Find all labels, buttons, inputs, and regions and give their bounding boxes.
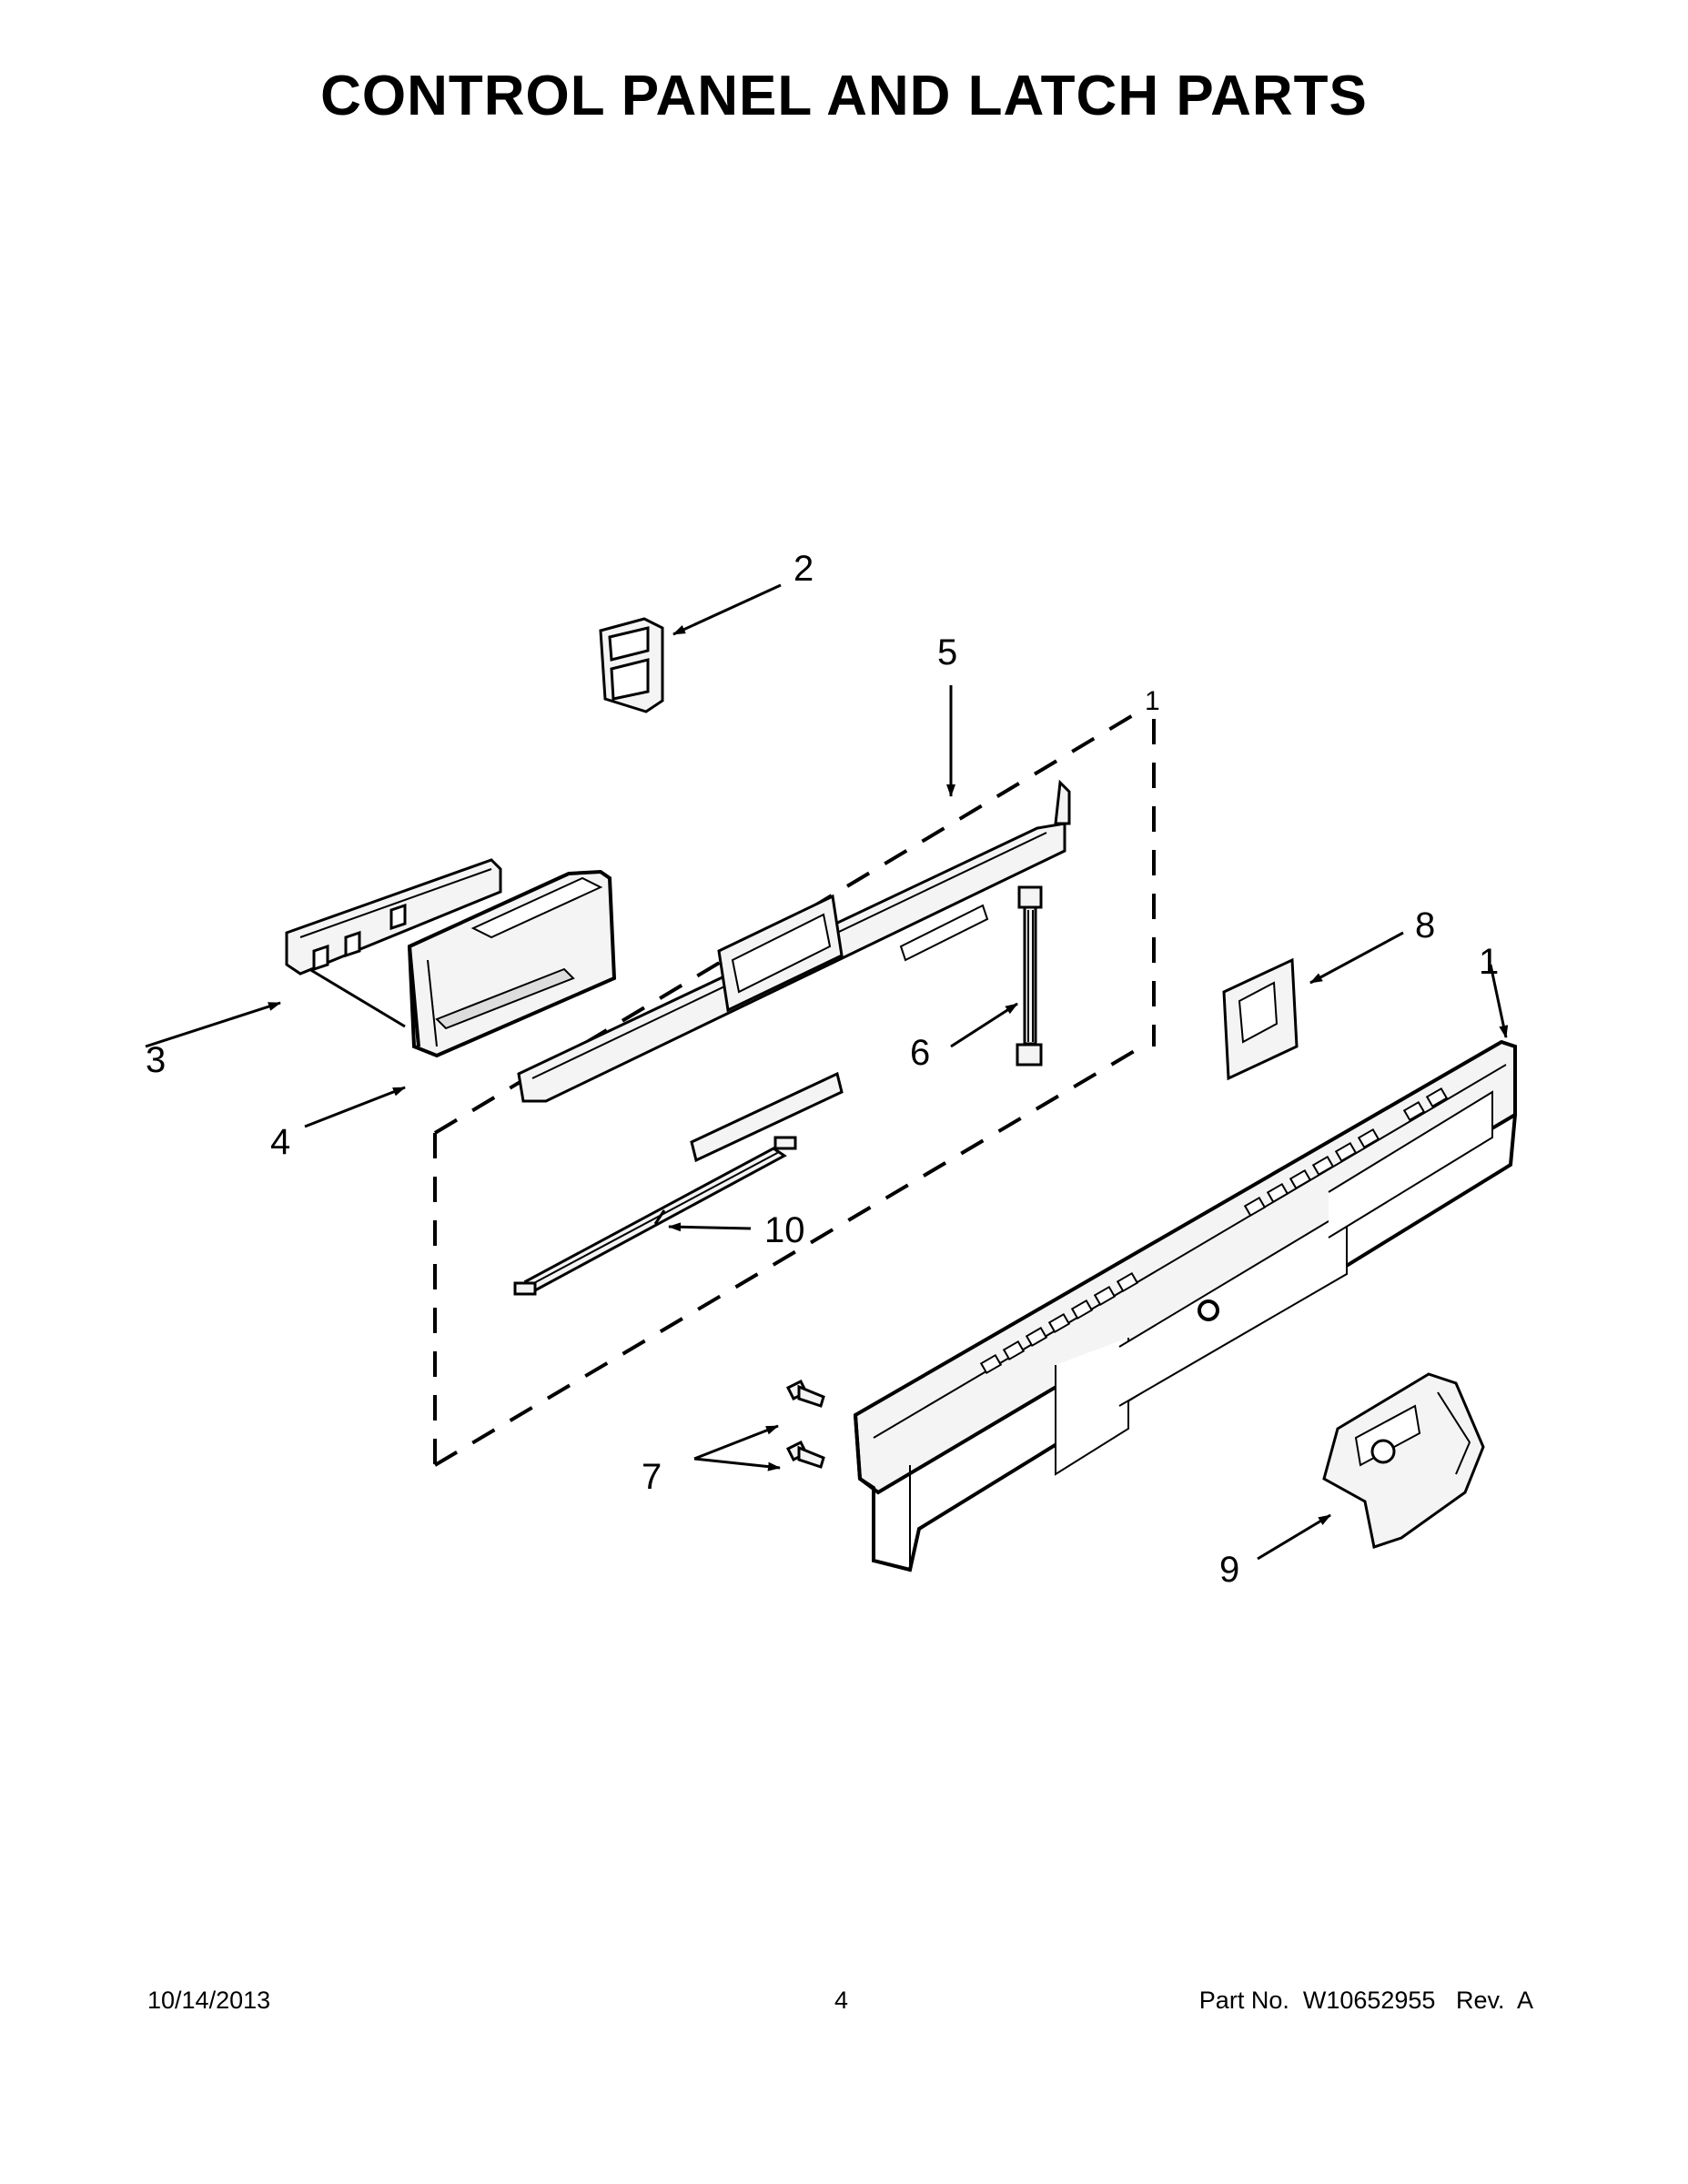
arrow-7a <box>693 1424 779 1461</box>
arrow-3 <box>145 1001 281 1048</box>
callout-6: 6 <box>910 1033 930 1073</box>
part-1-control-panel <box>853 1039 1517 1572</box>
callout-9: 9 <box>1219 1550 1239 1590</box>
callout-5: 5 <box>937 632 957 672</box>
part-2-clip <box>599 617 664 713</box>
callout-3: 3 <box>146 1040 166 1080</box>
callout-4: 4 <box>270 1122 290 1162</box>
part-7-screws <box>785 1379 825 1469</box>
callout-1-box: 1 <box>1145 686 1160 716</box>
page-title: CONTROL PANEL AND LATCH PARTS <box>320 65 1368 127</box>
part-3-bracket <box>285 858 502 976</box>
part-6-wire-harness <box>1016 885 1043 1067</box>
arrow-10 <box>668 1222 752 1232</box>
arrow-7b <box>693 1457 781 1471</box>
callout-7: 7 <box>642 1457 662 1497</box>
part-4-control-board <box>407 869 617 1058</box>
arrow-2 <box>672 583 782 636</box>
part-9-door-latch <box>1322 1372 1485 1549</box>
footer-part-number: Part No. W10652955 Rev. A <box>1198 1987 1533 2014</box>
callout-2: 2 <box>793 549 814 589</box>
footer-date: 10/14/2013 <box>147 1987 271 2014</box>
callout-arrows <box>145 583 1509 1561</box>
callout-8: 8 <box>1415 905 1435 945</box>
arrow-1 <box>1489 964 1509 1038</box>
part-10-ribbon-cable <box>513 1136 797 1296</box>
part-8-bracket <box>1222 957 1299 1081</box>
arrow-8 <box>1309 931 1404 985</box>
arrow-6 <box>950 1002 1018 1048</box>
part-5-ui-bracket <box>517 779 1071 1163</box>
arrow-4 <box>304 1086 406 1128</box>
footer-page-number: 4 <box>834 1987 849 2014</box>
callout-1: 1 <box>1479 942 1499 982</box>
arrow-9 <box>1257 1513 1331 1561</box>
callout-10: 10 <box>764 1210 805 1250</box>
part-3-leader <box>308 967 406 1028</box>
